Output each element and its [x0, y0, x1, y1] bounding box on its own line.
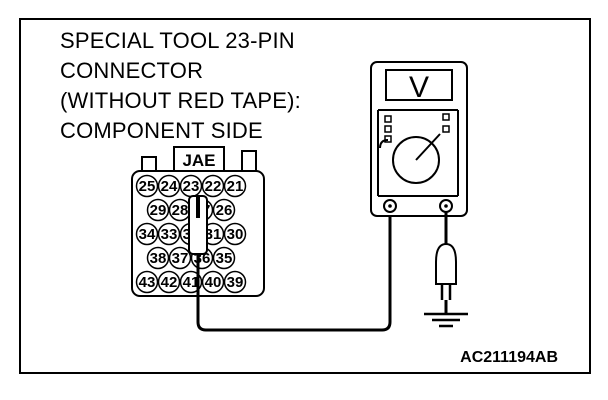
connector-pin	[212, 198, 236, 222]
figure-frame	[19, 18, 591, 374]
connector-pin-label: 31	[205, 226, 222, 243]
connector-pin-label: 28	[172, 202, 189, 219]
connector-pin	[157, 222, 181, 246]
test-probe	[188, 195, 208, 255]
connector-pin-label: 22	[205, 178, 222, 195]
connector-pin	[135, 222, 159, 246]
connector-pin	[135, 270, 159, 294]
connector-pin	[146, 246, 170, 270]
connector-pin	[146, 198, 170, 222]
connector-brand-box	[173, 146, 225, 172]
lead-wire-positive	[196, 208, 392, 332]
connector-pin	[223, 222, 247, 246]
voltmeter-indicator	[442, 125, 450, 133]
connector-pin-label: 26	[216, 202, 233, 219]
figure-code: AC211194AB	[460, 349, 558, 366]
connector-pin	[201, 270, 225, 294]
connector-pin-label: 37	[172, 250, 189, 267]
connector-pin	[201, 174, 225, 198]
connector-pin-label: 38	[150, 250, 167, 267]
connector-pin	[168, 246, 192, 270]
connector-pin-grid: 2524232221292827263433323130383736354342…	[135, 174, 247, 294]
caption-line-3: (WITHOUT RED TAPE):	[60, 88, 301, 113]
connector: JAE 252423222129282726343332313038373635…	[131, 146, 265, 297]
connector-pin-label: 42	[161, 274, 178, 291]
voltmeter-indicator	[384, 115, 392, 123]
voltmeter-indicator	[442, 113, 450, 121]
voltmeter-display-unit: V	[409, 71, 429, 104]
connector-brand-label: JAE	[182, 151, 215, 170]
connector-pin-label: 34	[139, 226, 156, 243]
connector-pin-label: 43	[139, 274, 156, 291]
voltmeter-indicator	[384, 125, 392, 133]
caption-line-4: COMPONENT SIDE	[60, 118, 263, 143]
connector-pin-label: 25	[139, 178, 156, 195]
caption-line-2: CONNECTOR	[60, 58, 204, 83]
alligator-clip	[435, 242, 457, 285]
voltmeter-display	[385, 69, 453, 101]
connector-pin	[179, 270, 203, 294]
connector-pin	[135, 174, 159, 198]
connector-pin-label: 24	[161, 178, 178, 195]
ground-lead	[424, 212, 468, 328]
connector-pin-label: 33	[161, 226, 178, 243]
connector-pin-label: 30	[227, 226, 244, 243]
connector-pin-label: 41	[183, 274, 200, 291]
connector-pin-label: 35	[216, 250, 233, 267]
connector-pin	[157, 270, 181, 294]
connector-pin	[212, 246, 236, 270]
connector-pin-label: 39	[227, 274, 244, 291]
connector-latch-right	[241, 150, 257, 174]
connector-pin	[157, 174, 181, 198]
caption-line-1: SPECIAL TOOL 23-PIN	[60, 28, 295, 53]
connector-pin-label: 23	[183, 178, 200, 195]
connector-pin	[223, 174, 247, 198]
connector-pin-label: 21	[227, 178, 244, 195]
caption-block: SPECIAL TOOL 23-PIN CONNECTOR (WITHOUT R…	[60, 26, 301, 146]
connector-pin-label: 29	[150, 202, 167, 219]
voltmeter: V	[370, 61, 468, 217]
voltmeter-dial-pointer	[415, 133, 441, 161]
connector-pin-label: 40	[205, 274, 222, 291]
connector-pin	[223, 270, 247, 294]
